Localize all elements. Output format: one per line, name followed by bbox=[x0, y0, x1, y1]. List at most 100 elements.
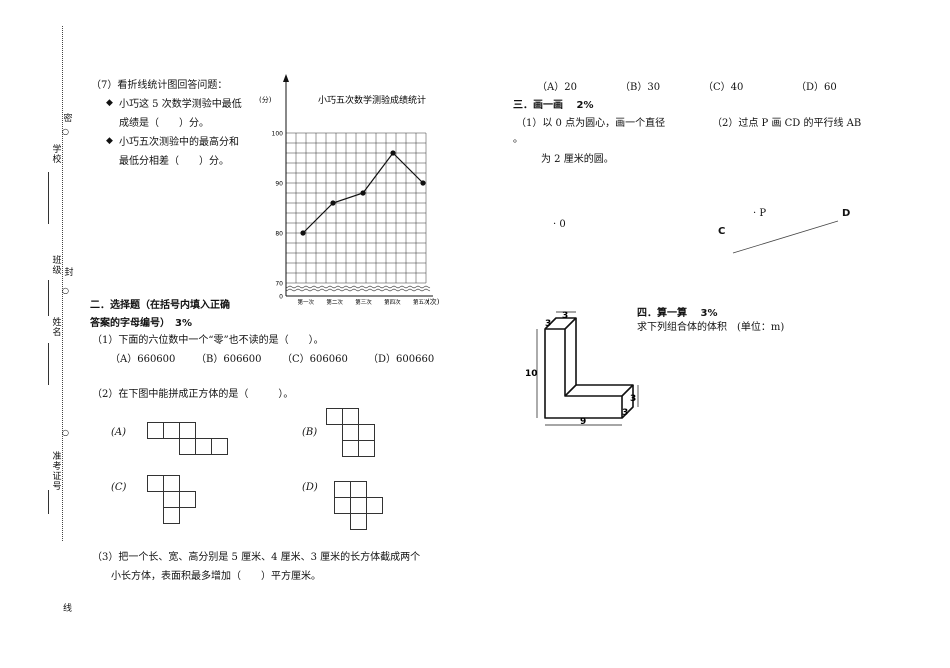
l-shape-solid: 3 3 10 9 3 3 bbox=[525, 311, 639, 427]
label-c: C bbox=[718, 226, 726, 237]
net-square bbox=[358, 424, 375, 441]
chart-ylabel: (分) bbox=[259, 95, 272, 104]
binding-dotted-line bbox=[62, 26, 63, 541]
data-point bbox=[300, 230, 306, 236]
seal-label-xian: 线 bbox=[63, 604, 73, 614]
q1-option-b: （B）606600 bbox=[196, 354, 262, 365]
net-label-a: (A) bbox=[111, 427, 127, 438]
q1-option-d: （D）600660 bbox=[368, 354, 435, 365]
y-axis-arrow bbox=[283, 74, 289, 82]
seal-circle: ○ bbox=[62, 127, 69, 136]
y-tick-label: 80 bbox=[275, 231, 283, 238]
net-label-d: (D) bbox=[302, 482, 318, 493]
net-square bbox=[179, 438, 196, 455]
seal-label-mi: 密 bbox=[63, 114, 73, 124]
y-tick-label: 90 bbox=[275, 181, 283, 188]
net-square bbox=[334, 481, 351, 498]
net-square bbox=[326, 408, 343, 425]
label-d: D bbox=[842, 208, 851, 219]
dim-right-h: 3 bbox=[630, 394, 636, 404]
chart-xlabel: (次) bbox=[427, 297, 440, 306]
net-square bbox=[163, 507, 180, 524]
class-label: 班级 bbox=[52, 256, 62, 276]
q2-text: （2）在下图中能拼成正方体的是（ ）。 bbox=[92, 389, 294, 400]
score-line-chart: 小巧五次数学测验成绩统计 (分) (次) 1009080700 第一次第二次第三… bbox=[259, 74, 440, 306]
bullet-diamond: ◆ bbox=[106, 98, 113, 108]
seal-circle: ○ bbox=[62, 428, 69, 437]
tr-option-d: （D）60 bbox=[796, 82, 837, 93]
section4-text: 求下列组合体的体积 (单位：m) bbox=[637, 322, 785, 333]
net-square bbox=[147, 475, 164, 492]
x-tick-label: 第五次 bbox=[413, 298, 430, 306]
net-square bbox=[350, 497, 367, 514]
data-point bbox=[420, 180, 426, 186]
dim-height: 10 bbox=[525, 369, 538, 379]
exam-id-label: 准考证号 bbox=[52, 452, 62, 492]
net-square bbox=[350, 513, 367, 530]
net-square bbox=[179, 422, 196, 439]
point-p: · P bbox=[753, 208, 767, 219]
net-square bbox=[342, 440, 359, 457]
q7-b1-line2: 成绩是（ ）分。 bbox=[119, 118, 209, 129]
q3-line2: 小长方体，表面积最多增加（ ）平方厘米。 bbox=[111, 571, 321, 582]
q1-text: （1）下面的六位数中一个“零”也不读的是（ ）。 bbox=[92, 335, 324, 346]
net-square bbox=[163, 422, 180, 439]
bullet-diamond: ◆ bbox=[106, 136, 113, 146]
y-tick-label: 100 bbox=[272, 131, 284, 138]
dim-bottom: 9 bbox=[580, 417, 586, 427]
q1-option-a: （A）660600 bbox=[110, 354, 176, 365]
chart-x-ticks: 第一次第二次第三次第四次第五次 bbox=[297, 298, 430, 306]
data-point bbox=[390, 150, 396, 156]
section4-heading: 四．算一算 3% bbox=[637, 308, 718, 319]
s3-q1-line2: 为 2 厘米的圆。 bbox=[541, 154, 614, 165]
net-square bbox=[358, 440, 375, 457]
y-tick-label: 70 bbox=[275, 281, 283, 288]
net-square bbox=[195, 438, 212, 455]
q7-intro: （7）看折线统计图回答问题： bbox=[91, 80, 228, 91]
net-square bbox=[211, 438, 228, 455]
chart-y-ticks: 100 90 80 70 0 bbox=[272, 131, 284, 301]
net-square bbox=[366, 497, 383, 514]
x-tick-label: 第四次 bbox=[384, 298, 401, 306]
tr-option-a: （A）20 bbox=[537, 82, 577, 93]
chart-title: 小巧五次数学测验成绩统计 bbox=[318, 94, 426, 106]
data-point bbox=[330, 200, 336, 206]
x-tick-label: 第三次 bbox=[355, 298, 372, 306]
class-underline bbox=[48, 280, 49, 316]
school-label: 学校 bbox=[52, 145, 62, 165]
seal-label-feng: 封 bbox=[64, 268, 74, 278]
exam-id-underline bbox=[48, 490, 49, 514]
segment-cd bbox=[732, 220, 839, 254]
name-label: 姓名 bbox=[52, 318, 62, 338]
chart-series bbox=[300, 150, 426, 236]
section2-heading-line2: 答案的字母编号） 3% bbox=[90, 318, 192, 329]
axis-break-zigzag bbox=[285, 285, 431, 289]
axis-break-zigzag bbox=[285, 288, 431, 292]
net-square bbox=[334, 497, 351, 514]
chart-axes bbox=[283, 74, 433, 297]
net-square bbox=[179, 491, 196, 508]
dim-top: 3 bbox=[562, 311, 568, 321]
section3-heading: 三．画一画 2% bbox=[513, 100, 594, 111]
net-label-b: (B) bbox=[302, 427, 318, 438]
tr-option-c: （C）40 bbox=[703, 82, 744, 93]
section2-heading-line1: 二．选择题（在括号内填入正确 bbox=[90, 300, 230, 311]
q1-option-c: （C）606060 bbox=[282, 354, 348, 365]
dim-top-depth: 3 bbox=[545, 319, 551, 329]
net-square bbox=[342, 424, 359, 441]
net-square bbox=[163, 491, 180, 508]
school-underline bbox=[48, 172, 49, 224]
s3-q1-dot: 。 bbox=[513, 134, 523, 145]
chart-grid bbox=[285, 132, 431, 292]
data-point bbox=[360, 190, 366, 196]
y-tick-label: 0 bbox=[279, 294, 283, 301]
net-square bbox=[147, 422, 164, 439]
x-tick-label: 第二次 bbox=[326, 298, 343, 306]
q7-b1-line1: 小巧这 5 次数学测验中最低 bbox=[119, 99, 242, 110]
net-label-c: (C) bbox=[111, 482, 127, 493]
point-o: · 0 bbox=[553, 219, 566, 230]
q3-line1: （3）把一个长、宽、高分别是 5 厘米、4 厘米、3 厘米的长方体截成两个 bbox=[92, 552, 421, 563]
dim-right-d: 3 bbox=[622, 408, 628, 418]
net-square bbox=[342, 408, 359, 425]
seal-circle: ○ bbox=[62, 286, 69, 295]
